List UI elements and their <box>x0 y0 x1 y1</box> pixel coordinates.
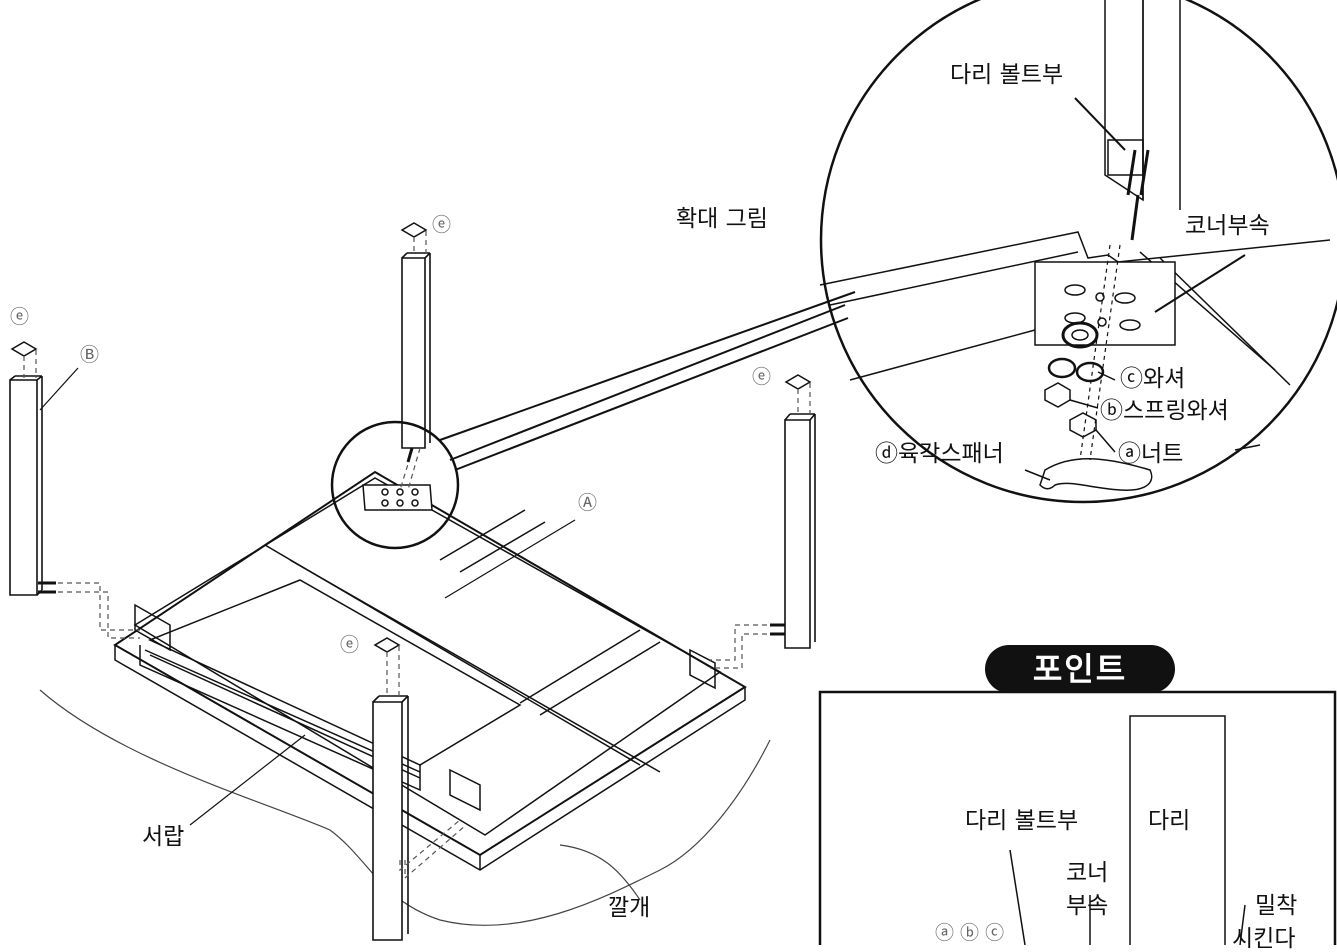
point-parts-markers: ⓐ ⓑ ⓒ <box>935 922 1005 944</box>
cushion-label: 깔개 <box>608 895 651 921</box>
hex-wrench-label: ⓓ육각스패너 <box>875 441 1004 467</box>
point-leg-bolt-label: 다리 볼트부 <box>965 808 1079 834</box>
washer-label: ⓒ와셔 <box>1120 366 1186 392</box>
dashed-guides <box>23 231 811 880</box>
point-corner-label-2: 부속 <box>1066 893 1109 919</box>
drawer-label: 서랍 <box>142 824 185 850</box>
point-title: 포인트 <box>985 645 1175 693</box>
point-corner-label-1: 코너 <box>1066 860 1109 886</box>
corner-bracket-label: 코너부속 <box>1185 213 1270 239</box>
part-e-marker-2: ⓔ <box>432 214 452 236</box>
nut-label: ⓐ너트 <box>1118 441 1184 467</box>
label-leaders <box>39 367 576 826</box>
part-e-marker-4: ⓔ <box>340 634 360 656</box>
point-fasten-label-2: 시킨다 <box>1232 926 1296 952</box>
part-e-marker-1: ⓔ <box>10 306 30 328</box>
magnifier <box>330 0 1337 550</box>
enlarged-detail <box>819 0 1331 491</box>
spring-washer-label: ⓑ스프링와셔 <box>1100 398 1229 424</box>
leg-bolt-label: 다리 볼트부 <box>950 62 1064 88</box>
point-leg-label: 다리 <box>1148 808 1191 834</box>
leg-bolts <box>38 447 785 636</box>
part-b-marker: Ⓑ <box>80 344 100 366</box>
part-a-marker: Ⓐ <box>578 492 598 514</box>
cushion-outline <box>39 689 771 926</box>
point-fasten-label-1: 밀착 <box>1255 893 1298 919</box>
enlarged-label: 확대 그림 <box>676 206 768 232</box>
legs <box>9 252 816 941</box>
part-e-marker-3: ⓔ <box>752 366 772 388</box>
